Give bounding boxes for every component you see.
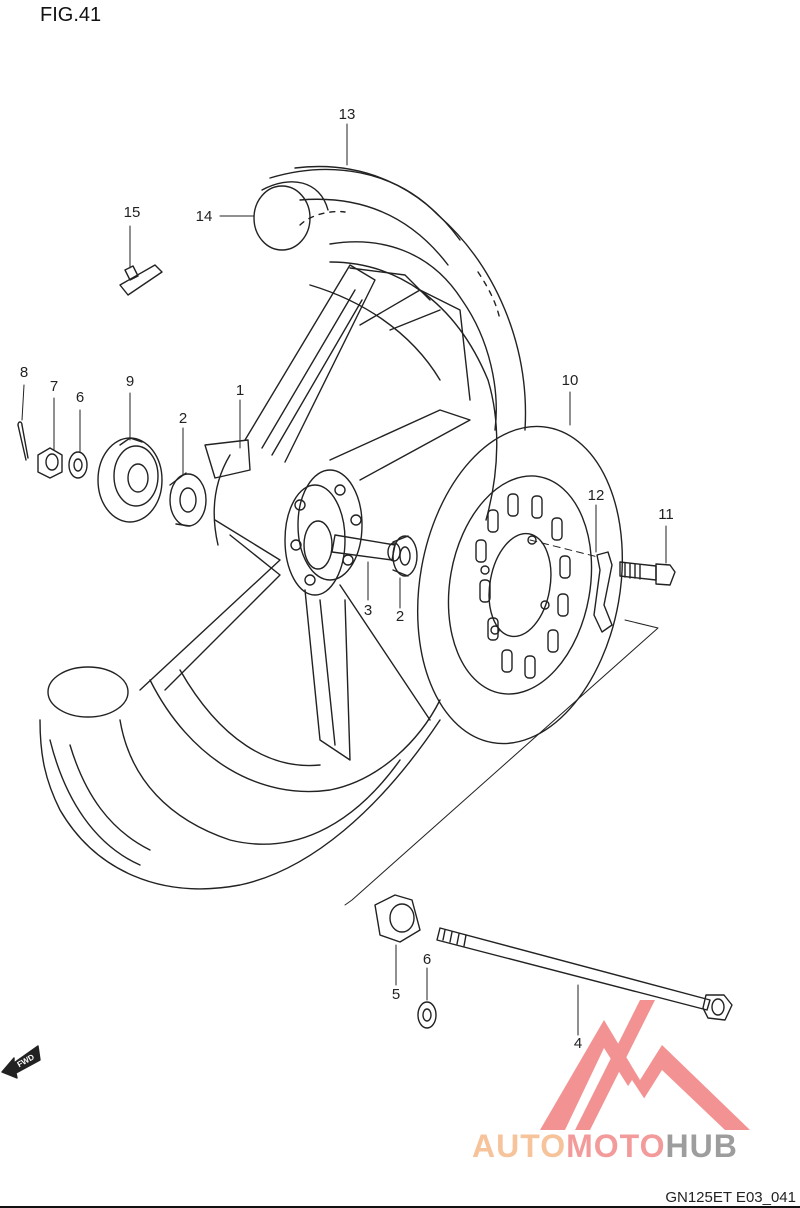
bearing-left [169,472,207,527]
part-label-1: 1 [236,382,244,399]
washer-top [68,451,88,479]
bottom-rule [0,1206,800,1208]
part-label-9: 9 [126,373,134,390]
axle-spacer [374,894,421,943]
inner-tube [47,181,329,718]
part-label-5: 5 [392,986,400,1003]
part-label-3: 3 [364,602,372,619]
washer-bottom [417,1001,437,1029]
part-label-15: 15 [124,204,141,221]
part-labels: 1 2 2 3 4 5 6 6 7 8 9 10 11 12 13 14 15 [20,106,674,1052]
lock-washer [593,551,613,633]
part-label-2-right: 2 [396,608,404,625]
brake-disc [416,425,624,745]
figure-title: FIG.41 [40,4,102,26]
distance-collar [331,534,401,562]
fwd-arrow [1,1045,41,1079]
leader-lines [21,123,667,1036]
speedometer-gearbox [97,437,163,523]
diagram-code: GN125ET E03_041 [665,1189,796,1206]
assembly-lines [344,539,659,906]
tire-valve [119,264,163,296]
part-label-13: 13 [339,106,356,123]
axle-nut [37,447,63,479]
cast-wheel [139,261,498,793]
disc-bolt [619,561,676,586]
bearing-right [392,535,418,577]
part-label-6-bottom: 6 [423,951,431,968]
watermark-logo: AUTOMOTOHUB [472,1000,750,1164]
part-label-8: 8 [20,364,28,381]
watermark-auto: AUTO [472,1128,566,1164]
tire [39,165,527,890]
cotter-pin [17,421,29,461]
watermark-moto: MOTO [566,1128,665,1164]
part-label-6-top: 6 [76,389,84,406]
front-axle [436,927,733,1021]
watermark-hub: HUB [665,1128,737,1164]
part-label-2-left: 2 [179,410,187,427]
part-label-14: 14 [196,208,213,225]
watermark-triangle [540,1020,750,1130]
svg-text:AUTOMOTOHUB: AUTOMOTOHUB [472,1128,738,1164]
part-label-10: 10 [562,372,579,389]
part-label-12: 12 [588,487,605,504]
part-label-4: 4 [574,1035,582,1052]
wheel-hub [284,469,363,596]
part-label-7: 7 [50,378,58,395]
part-label-11: 11 [658,506,674,523]
